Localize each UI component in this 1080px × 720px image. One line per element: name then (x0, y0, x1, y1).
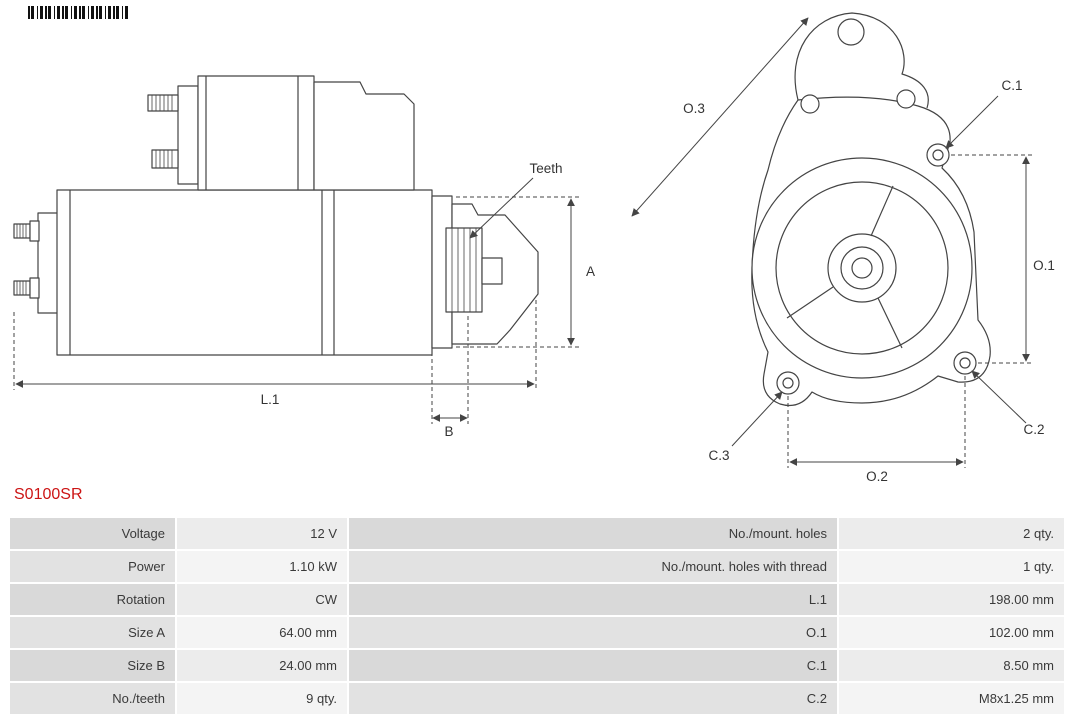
spec-table: Voltage 12 V No./mount. holes 2 qty. Pow… (10, 518, 1064, 714)
barcode (28, 6, 130, 19)
spec-label: Rotation (10, 584, 175, 615)
spec-value: 24.00 mm (177, 650, 347, 681)
dim-label-o2: O.2 (866, 469, 888, 484)
dim-label-o3: O.3 (683, 101, 705, 116)
spec-label: C.1 (349, 650, 837, 681)
dim-label-o1: O.1 (1033, 258, 1055, 273)
dim-label-l1: L.1 (261, 392, 280, 407)
dim-label-teeth: Teeth (529, 161, 562, 176)
spec-value: 12 V (177, 518, 347, 549)
spec-value: 198.00 mm (839, 584, 1064, 615)
dim-label-c1: C.1 (1001, 78, 1022, 93)
dim-label-c3: C.3 (708, 448, 729, 463)
spec-label: Voltage (10, 518, 175, 549)
spec-value: M8x1.25 mm (839, 683, 1064, 714)
spec-value: CW (177, 584, 347, 615)
part-number: S0100SR (14, 486, 83, 503)
front-view-dimensions (631, 17, 1032, 468)
spec-label: Size B (10, 650, 175, 681)
spec-value: 1 qty. (839, 551, 1064, 582)
technical-drawing: Teeth A L.1 B (13, 12, 1055, 484)
spec-label: C.2 (349, 683, 837, 714)
spec-value: 9 qty. (177, 683, 347, 714)
spec-value: 2 qty. (839, 518, 1064, 549)
side-view-dimensions (13, 177, 580, 424)
front-view-drawing (751, 12, 991, 407)
spec-value: 102.00 mm (839, 617, 1064, 648)
spec-label: L.1 (349, 584, 837, 615)
dim-label-a: A (586, 264, 595, 279)
spec-value: 64.00 mm (177, 617, 347, 648)
side-view-drawing (13, 75, 539, 356)
spec-label: Size A (10, 617, 175, 648)
spec-label: No./mount. holes (349, 518, 837, 549)
dim-label-c2: C.2 (1023, 422, 1044, 437)
spec-label: O.1 (349, 617, 837, 648)
spec-value: 1.10 kW (177, 551, 347, 582)
spec-label: No./teeth (10, 683, 175, 714)
spec-value: 8.50 mm (839, 650, 1064, 681)
dim-label-b: B (444, 424, 453, 439)
spec-label: Power (10, 551, 175, 582)
spec-label: No./mount. holes with thread (349, 551, 837, 582)
